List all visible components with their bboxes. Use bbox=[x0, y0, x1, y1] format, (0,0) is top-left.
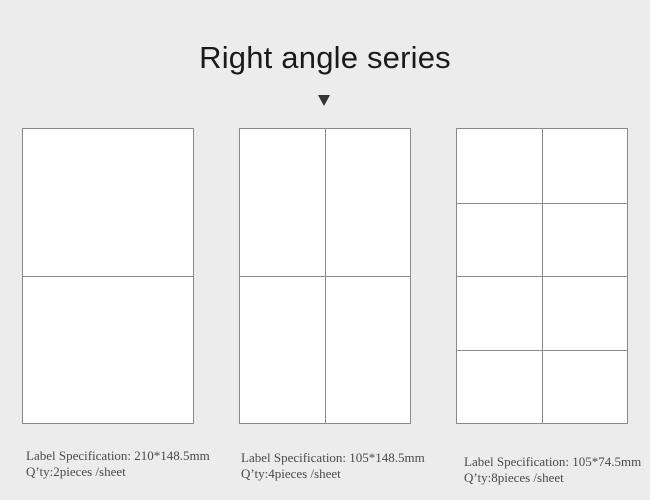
quantity-text: Q’ty:8pieces /sheet bbox=[464, 470, 564, 485]
label-caption-2-pieces: Label Specification: 210*148.5mm Q’ty:2p… bbox=[26, 448, 210, 480]
sheet-column-divider bbox=[325, 129, 326, 423]
label-caption-8-pieces: Label Specification: 105*74.5mm Q’ty:8pi… bbox=[464, 454, 641, 486]
page-title: Right angle series bbox=[199, 40, 451, 75]
label-sheet-8-pieces bbox=[456, 128, 628, 424]
sheet-row-divider bbox=[23, 276, 193, 277]
sheet-column-divider bbox=[542, 129, 543, 423]
label-specification-text: Label Specification: 105*74.5mm bbox=[464, 454, 642, 469]
label-specification-text: Label Specification: 105*148.5mm bbox=[241, 450, 425, 465]
label-sheet-4-pieces bbox=[239, 128, 411, 424]
label-sheet-2-pieces bbox=[22, 128, 194, 424]
label-caption-4-pieces: Label Specification: 105*148.5mm Q’ty:4p… bbox=[241, 450, 425, 482]
quantity-text: Q’ty:4pieces /sheet bbox=[241, 466, 341, 481]
down-triangle-icon bbox=[318, 95, 330, 106]
label-specification-text: Label Specification: 210*148.5mm bbox=[26, 448, 210, 463]
quantity-text: Q’ty:2pieces /sheet bbox=[26, 464, 126, 479]
